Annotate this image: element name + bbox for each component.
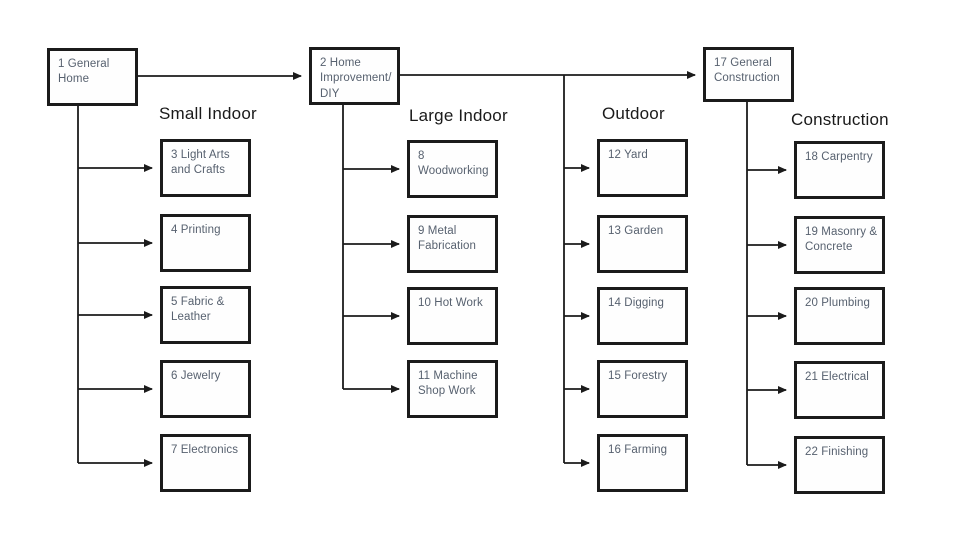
column-header-outdoor: Outdoor (602, 104, 665, 123)
node-19-masonry-concrete: 19 Masonry & Concrete (794, 216, 885, 274)
node-8-woodworking: 8 Woodworking (407, 140, 498, 198)
node-3-light-arts-and-crafts: 3 Light Arts and Crafts (160, 139, 251, 197)
node-15-forestry: 15 Forestry (597, 360, 688, 418)
node-20-plumbing: 20 Plumbing (794, 287, 885, 345)
column-header-large-indoor: Large Indoor (409, 106, 508, 125)
node-1-general-home: 1 General Home (47, 48, 138, 106)
node-5-fabric-leather: 5 Fabric & Leather (160, 286, 251, 344)
node-18-carpentry: 18 Carpentry (794, 141, 885, 199)
node-7-electronics: 7 Electronics (160, 434, 251, 492)
node-14-digging: 14 Digging (597, 287, 688, 345)
node-12-yard: 12 Yard (597, 139, 688, 197)
node-4-printing: 4 Printing (160, 214, 251, 272)
node-16-farming: 16 Farming (597, 434, 688, 492)
node-6-jewelry: 6 Jewelry (160, 360, 251, 418)
node-17-general-construction: 17 General Construction (703, 47, 794, 102)
node-22-finishing: 22 Finishing (794, 436, 885, 494)
node-13-garden: 13 Garden (597, 215, 688, 273)
column-header-construction: Construction (791, 110, 889, 129)
node-2-home-improvement-diy: 2 Home Improvement/ DIY (309, 47, 400, 105)
column-header-small-indoor: Small Indoor (159, 104, 257, 123)
node-21-electrical: 21 Electrical (794, 361, 885, 419)
node-10-hot-work: 10 Hot Work (407, 287, 498, 345)
node-11-machine-shop-work: 11 Machine Shop Work (407, 360, 498, 418)
node-9-metal-fabrication: 9 Metal Fabrication (407, 215, 498, 273)
